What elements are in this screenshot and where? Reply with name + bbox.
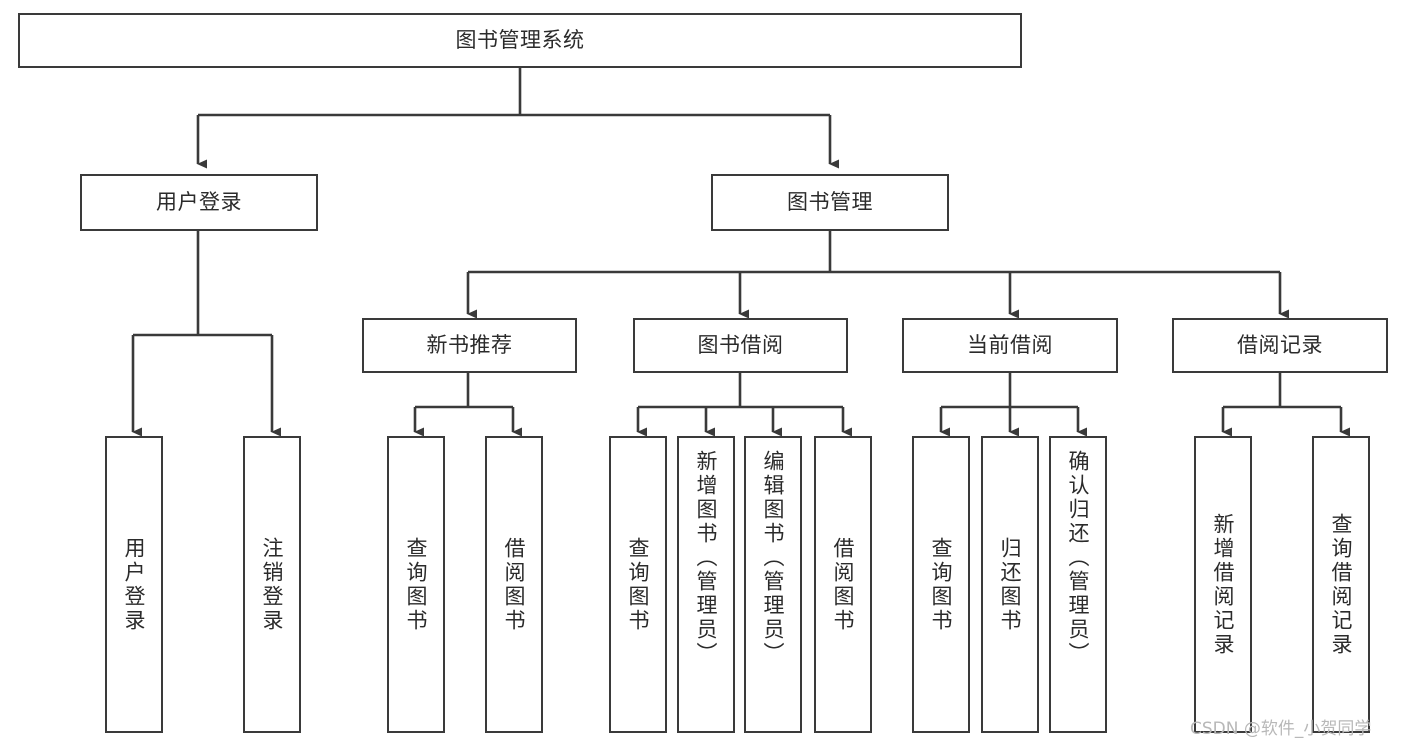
node-leaf-edit-book[interactable]: 编辑图书（管理员） — [744, 436, 802, 733]
node-leaf-query-book-3[interactable]: 查询图书 — [912, 436, 970, 733]
node-book-borrow-label: 图书借阅 — [697, 332, 784, 357]
node-user-login-label: 用户登录 — [156, 189, 242, 214]
node-book-borrow[interactable]: 图书借阅 — [633, 318, 848, 373]
node-borrow-record-label: 借阅记录 — [1237, 332, 1323, 357]
node-leaf-confirm-return[interactable]: 确认归还（管理员） — [1049, 436, 1107, 733]
node-leaf-logout-label: 注销登录 — [260, 536, 285, 633]
csdn-watermark: CSDN @软件_小贺同学 — [1190, 719, 1372, 739]
node-leaf-borrow-book-2-label: 借阅图书 — [831, 536, 856, 633]
node-leaf-add-record[interactable]: 新增借阅记录 — [1194, 436, 1252, 733]
node-leaf-confirm-return-label: 确认归还（管理员） — [1066, 450, 1091, 666]
node-leaf-add-book-label: 新增图书（管理员） — [694, 450, 719, 666]
node-leaf-return-book-label: 归还图书 — [998, 536, 1023, 633]
node-root-label: 图书管理系统 — [455, 27, 585, 52]
node-leaf-logout[interactable]: 注销登录 — [243, 436, 301, 733]
node-leaf-query-book-1[interactable]: 查询图书 — [387, 436, 445, 733]
node-current-borrow-label: 当前借阅 — [967, 332, 1053, 357]
node-leaf-query-book-1-label: 查询图书 — [404, 536, 429, 633]
node-leaf-return-book[interactable]: 归还图书 — [981, 436, 1039, 733]
node-leaf-add-book[interactable]: 新增图书（管理员） — [677, 436, 735, 733]
node-leaf-borrow-book-2[interactable]: 借阅图书 — [814, 436, 872, 733]
node-current-borrow[interactable]: 当前借阅 — [902, 318, 1118, 373]
node-leaf-query-record-label: 查询借阅记录 — [1329, 512, 1354, 657]
node-leaf-borrow-book-1-label: 借阅图书 — [502, 536, 527, 633]
node-root[interactable]: 图书管理系统 — [18, 13, 1022, 68]
node-leaf-user-login-label: 用户登录 — [122, 536, 147, 633]
node-leaf-query-book-2[interactable]: 查询图书 — [609, 436, 667, 733]
node-book-manage-label: 图书管理 — [787, 189, 873, 214]
node-new-book-recommend-label: 新书推荐 — [426, 332, 513, 357]
node-user-login[interactable]: 用户登录 — [80, 174, 318, 231]
node-leaf-query-book-3-label: 查询图书 — [929, 536, 954, 633]
node-leaf-query-record[interactable]: 查询借阅记录 — [1312, 436, 1370, 733]
node-leaf-add-record-label: 新增借阅记录 — [1211, 512, 1236, 657]
node-leaf-query-book-2-label: 查询图书 — [626, 536, 651, 633]
node-leaf-borrow-book-1[interactable]: 借阅图书 — [485, 436, 543, 733]
node-leaf-user-login[interactable]: 用户登录 — [105, 436, 163, 733]
node-new-book-recommend[interactable]: 新书推荐 — [362, 318, 577, 373]
node-book-manage[interactable]: 图书管理 — [711, 174, 949, 231]
node-leaf-edit-book-label: 编辑图书（管理员） — [761, 450, 786, 666]
node-borrow-record[interactable]: 借阅记录 — [1172, 318, 1388, 373]
